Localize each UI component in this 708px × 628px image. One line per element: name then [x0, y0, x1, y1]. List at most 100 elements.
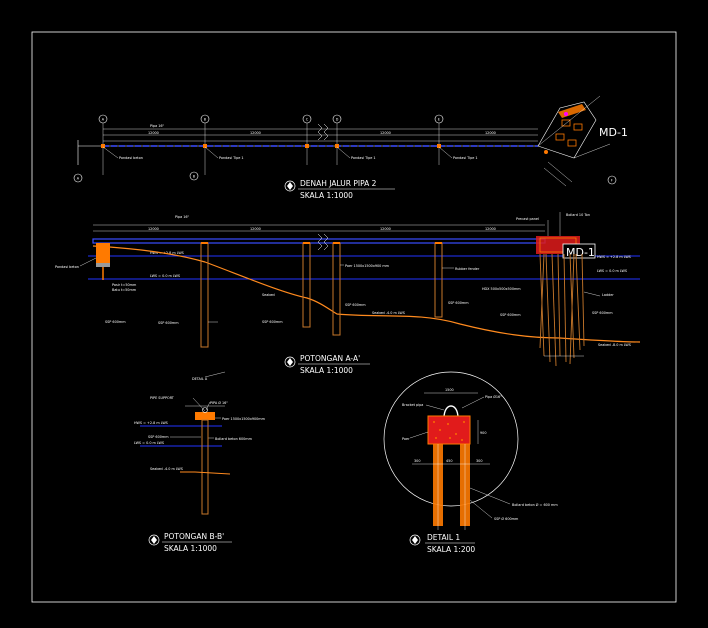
plan-scale: SKALA 1:1000	[300, 191, 353, 200]
svg-text:Pondasi beton: Pondasi beton	[55, 265, 79, 269]
svg-text:Batu t=50mm: Batu t=50mm	[112, 288, 137, 292]
drawing-frame	[31, 31, 677, 603]
bb-pile	[201, 419, 209, 515]
svg-text:Pondasi Tipe 1: Pondasi Tipe 1	[351, 156, 376, 160]
seabed-profile	[92, 245, 641, 343]
grid-marker-top-1: A	[98, 114, 108, 124]
svg-text:PIPE SUPPORT: PIPE SUPPORT	[150, 396, 175, 400]
plan-pipe-label: Pipa 16"	[150, 124, 165, 128]
plan-title: DENAH JALUR PIPA 2	[300, 179, 377, 188]
svg-text:Bollard 10 Ton: Bollard 10 Ton	[566, 213, 590, 217]
svg-text:12000: 12000	[250, 227, 261, 231]
svg-text:SSP 600mm: SSP 600mm	[500, 313, 521, 317]
svg-text:Poer 1500x1500x900 mm: Poer 1500x1500x900 mm	[345, 264, 390, 268]
detail-piles	[433, 444, 470, 530]
grid-marker-top-2: B	[200, 114, 210, 124]
detail-pipe-clamp	[443, 405, 459, 419]
svg-text:Bollard beton 600mm: Bollard beton 600mm	[215, 437, 253, 441]
detail-1-circle	[383, 371, 519, 507]
svg-text:Seabed -4.0 m LWS: Seabed -4.0 m LWS	[150, 467, 183, 471]
svg-text:F: F	[611, 179, 613, 183]
svg-text:DETAIL A: DETAIL A	[192, 377, 208, 381]
svg-text:Seabed: Seabed	[262, 293, 275, 297]
left-abutment	[96, 243, 110, 280]
svg-text:Seabed -8.0 m LWS: Seabed -8.0 m LWS	[598, 343, 631, 347]
section-aa-scale: SKALA 1:1000	[300, 366, 353, 375]
detail-poer	[427, 415, 471, 445]
section-md-1-structure: MD-1	[536, 212, 596, 367]
section-bb-view: DETAIL A PIPE SUPPORT PIPA Ø 16" Poer 15…	[134, 371, 266, 553]
svg-text:12000: 12000	[485, 227, 496, 231]
svg-text:12000: 12000	[485, 131, 496, 135]
bb-poer-cap	[195, 412, 215, 420]
section-bb-title: POTONGAN B-B'	[164, 532, 224, 541]
section-pipe-label: Pipa 16"	[175, 215, 190, 219]
grid-marker-bottom-2: B	[189, 171, 199, 181]
svg-text:12000: 12000	[148, 131, 159, 135]
svg-text:Pondasi Tipe 1: Pondasi Tipe 1	[453, 156, 478, 160]
svg-text:HDX 500x500x500mm: HDX 500x500x500mm	[482, 287, 521, 291]
svg-text:Pipa Ø16": Pipa Ø16"	[485, 394, 502, 399]
plan-pondasi-beton-label: Pondasi beton	[119, 156, 143, 160]
svg-text:SSP 600mm: SSP 600mm	[345, 303, 366, 307]
svg-text:12000: 12000	[380, 131, 391, 135]
svg-text:Pasir t=50mm: Pasir t=50mm	[112, 283, 137, 287]
section-piles	[200, 242, 443, 348]
svg-text:Rubber fender: Rubber fender	[455, 267, 480, 271]
svg-text:HWS = +2.8 m LWS: HWS = +2.8 m LWS	[597, 255, 631, 259]
svg-text:900: 900	[480, 431, 486, 435]
plan-md-1-structure: MD-1	[537, 95, 628, 187]
svg-text:SSP Ø 600mm: SSP Ø 600mm	[494, 516, 519, 521]
svg-text:SSP 600mm: SSP 600mm	[105, 320, 126, 324]
svg-text:450: 450	[446, 459, 452, 463]
section-aa-view: Pipa 16" 12000 12000 12000 12000 HWS = +…	[55, 212, 641, 375]
svg-text:A: A	[77, 177, 80, 181]
grid-marker-top-4: D	[332, 114, 342, 124]
section-md-1-tag: MD-1	[566, 246, 595, 259]
svg-text:LWS = 0.0 m LWS: LWS = 0.0 m LWS	[150, 274, 180, 278]
grid-marker-top-3: C	[302, 114, 312, 124]
svg-text:Pondasi Tipe 1: Pondasi Tipe 1	[219, 156, 244, 160]
detail-1-scale: SKALA 1:200	[427, 545, 475, 554]
svg-text:B: B	[204, 118, 207, 122]
svg-text:300: 300	[476, 459, 482, 463]
svg-text:PIPA Ø 16": PIPA Ø 16"	[210, 400, 228, 405]
detail-1-title-block: DETAIL 1 SKALA 1:200	[409, 533, 475, 554]
svg-text:HWS = +2.8 m LWS: HWS = +2.8 m LWS	[134, 421, 168, 425]
svg-text:HWS = +2.8 m LWS: HWS = +2.8 m LWS	[150, 251, 184, 255]
svg-text:Poer: Poer	[402, 437, 410, 441]
plan-view: A B C D E 12000 12	[73, 95, 628, 200]
svg-text:C: C	[306, 118, 309, 122]
grid-marker-bottom-1: A	[73, 173, 83, 183]
grid-marker-top-5: E	[434, 114, 444, 124]
svg-text:SSP 600mm: SSP 600mm	[592, 311, 613, 315]
svg-text:A: A	[102, 118, 105, 122]
svg-text:SSP 600mm: SSP 600mm	[158, 321, 179, 325]
section-bb-scale: SKALA 1:1000	[164, 544, 217, 553]
detail-1-title: DETAIL 1	[427, 533, 460, 542]
grid-marker-bottom-3: F	[607, 175, 617, 185]
section-aa-title: POTONGAN A-A'	[300, 354, 360, 363]
svg-text:12000: 12000	[250, 131, 261, 135]
detail-1-view: 1500 Bracket pipa Pipa Ø16" Poer 900 300…	[383, 371, 558, 554]
plan-title-block: DENAH JALUR PIPA 2 SKALA 1:1000	[284, 179, 395, 200]
svg-text:Poer 1500x1500x900mm: Poer 1500x1500x900mm	[222, 417, 266, 421]
plan-md-1-tag: MD-1	[599, 126, 628, 139]
svg-text:Seabed -4.0 m LWS: Seabed -4.0 m LWS	[372, 311, 405, 315]
svg-text:E: E	[438, 118, 440, 122]
svg-text:LWS = 0.0 m LWS: LWS = 0.0 m LWS	[134, 441, 164, 445]
svg-text:12000: 12000	[380, 227, 391, 231]
plan-foundation-points	[101, 144, 441, 148]
section-bb-title-block: POTONGAN B-B' SKALA 1:1000	[148, 532, 232, 553]
svg-text:Bracket pipa: Bracket pipa	[402, 403, 423, 407]
svg-text:1500: 1500	[445, 388, 454, 392]
svg-text:SSP 600mm: SSP 600mm	[262, 320, 283, 324]
svg-text:300: 300	[414, 459, 420, 463]
svg-text:B: B	[193, 175, 196, 179]
svg-text:SSP 600mm: SSP 600mm	[448, 301, 469, 305]
svg-text:SSP 600mm: SSP 600mm	[148, 435, 169, 439]
svg-text:Bollard beton Ø = 600 mm: Bollard beton Ø = 600 mm	[512, 502, 558, 507]
svg-text:12000: 12000	[148, 227, 159, 231]
